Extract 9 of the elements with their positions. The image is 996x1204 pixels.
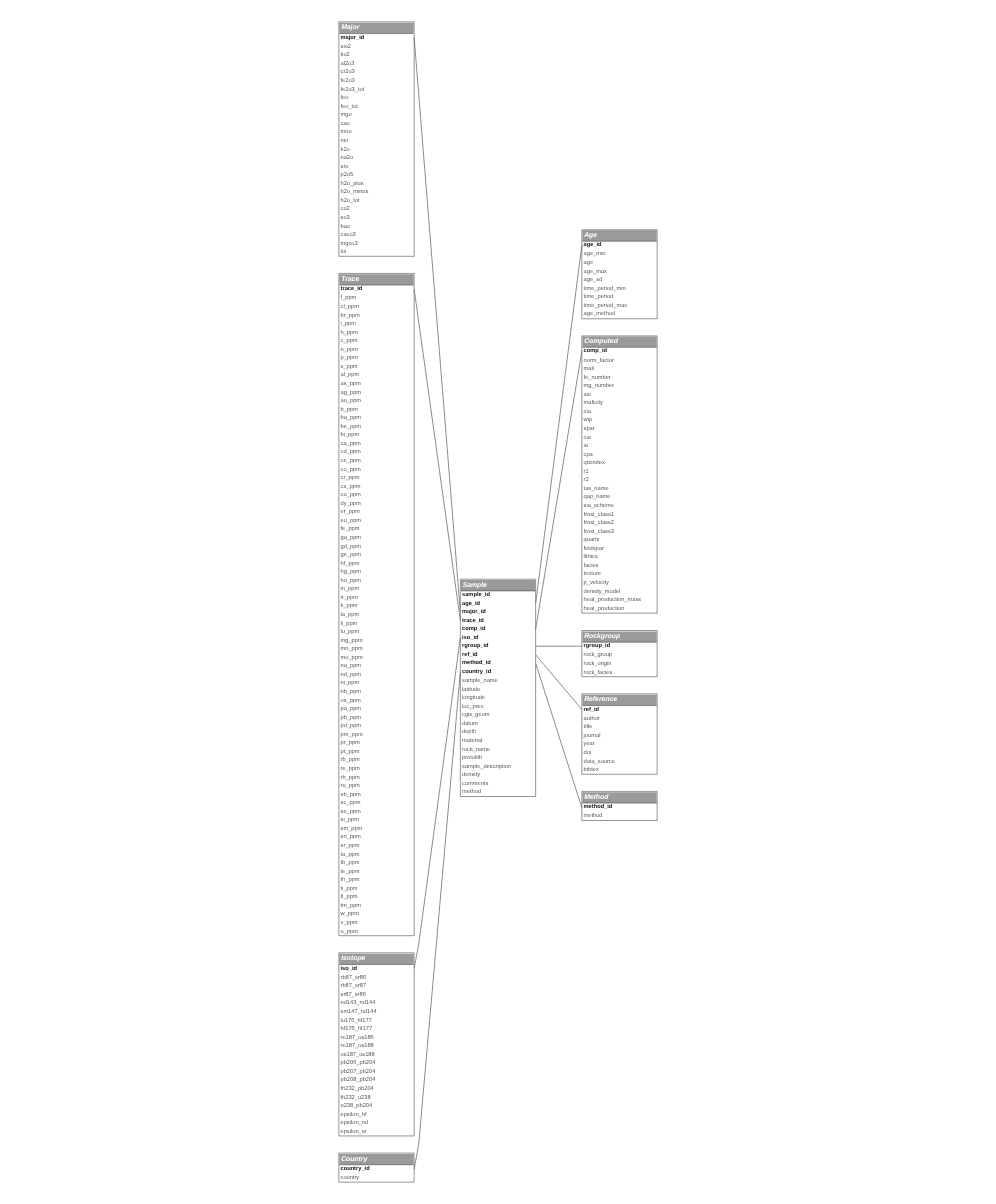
- connector: [413, 288, 461, 621]
- connector: [413, 37, 461, 613]
- connector: [535, 244, 583, 604]
- connector: [535, 663, 583, 808]
- connector: [413, 637, 461, 969]
- connector: [413, 671, 461, 1170]
- connector: [535, 654, 583, 710]
- connector: [535, 350, 583, 630]
- connector: [535, 645, 583, 647]
